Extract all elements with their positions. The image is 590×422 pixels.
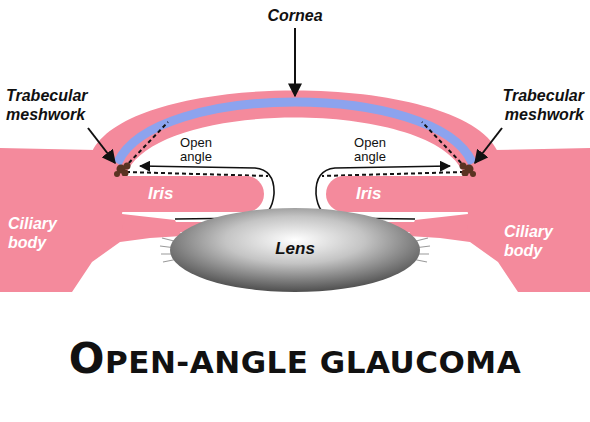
node-label: Lens [170,239,420,259]
part-label: Cornea [245,6,345,25]
node-outline [326,176,468,212]
ciliary-body-shape [0,148,182,292]
part-label: Ciliary body [8,214,88,252]
cornea-band [92,91,498,171]
node-outline [122,176,264,212]
node-label: Iris [356,184,382,204]
angle-label: Open angle [168,136,224,164]
part-label: Ciliary body [504,222,584,260]
cornea-stripe [118,102,472,162]
lens-shape: Lens [170,208,420,292]
iris-shape: Iris [326,176,468,212]
diagram-title: OPEN-ANGLE GLAUCOMA [0,336,590,385]
iris-shape: Iris [122,176,264,212]
part-label: Trabecular meshwork [6,86,106,124]
trabecular-meshwork-blob [114,163,131,178]
angle-dashed-line [126,172,268,176]
angle-label: Open angle [342,136,398,164]
part-label: Trabecular meshwork [484,86,584,124]
leader-arrow [294,28,296,96]
node-label: Iris [148,184,174,204]
leader-arrow [88,128,115,163]
angle-dashed-line [124,122,168,168]
